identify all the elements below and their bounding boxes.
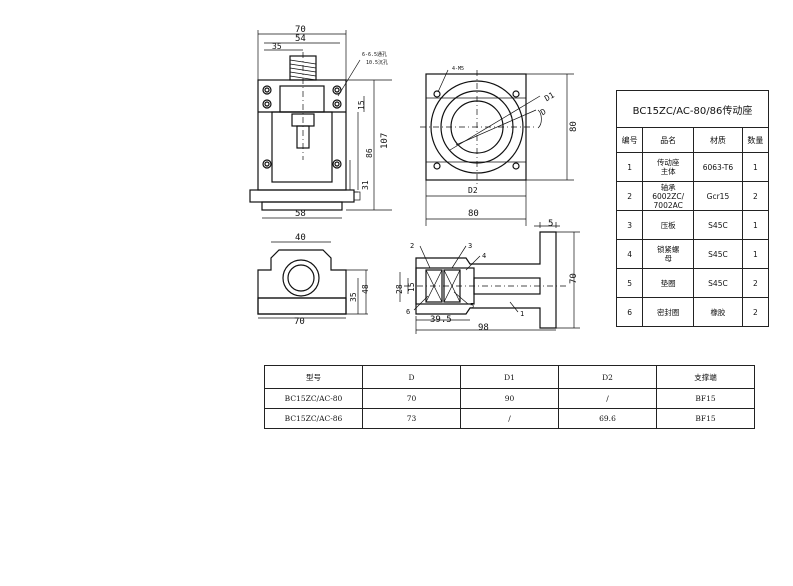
- part-qty: 1: [741, 210, 770, 240]
- side-dim-d2: D2: [468, 186, 478, 195]
- side-note-holes: 4-M5: [452, 66, 464, 72]
- part-material: S45C: [693, 210, 743, 240]
- parts-header-name: 品名: [642, 127, 695, 153]
- top-view: 40 35 48 70: [257, 233, 370, 327]
- model-cell: BC15ZC/AC-86: [264, 408, 363, 429]
- section-dim-len1: 39.5: [430, 315, 452, 325]
- model-cell: BF15: [656, 408, 755, 429]
- part-material: 橡胶: [693, 297, 743, 327]
- part-qty: 2: [741, 268, 770, 298]
- side-dim-d: D: [539, 107, 548, 117]
- section-view: 2 3 4 5 6 1 28 15 39.5 98 5 70: [395, 219, 580, 334]
- parts-row: 3 压板 S45C 1: [615, 210, 770, 240]
- parts-row: 2 轴承 6002ZC/ 7002AC Gcr15 2: [615, 181, 770, 211]
- model-cell: /: [460, 408, 559, 429]
- model-row: BC15ZC/AC-80 70 90 / BF15: [264, 388, 755, 409]
- part-qty: 2: [741, 297, 770, 327]
- parts-header-material: 材质: [693, 127, 743, 153]
- part-name: 传动座 主体: [642, 152, 695, 182]
- front-dim-mid: 86: [365, 148, 374, 158]
- front-dim-inner: 54: [295, 34, 306, 44]
- part-no: 6: [615, 297, 644, 327]
- model-cell: 90: [460, 388, 559, 409]
- part-material: S45C: [693, 268, 743, 298]
- part-name: 轴承 6002ZC/ 7002AC: [642, 181, 695, 211]
- model-cell: BC15ZC/AC-80: [264, 388, 363, 409]
- model-row: BC15ZC/AC-86 73 / 69.6 BF15: [264, 408, 755, 429]
- model-cell: 73: [362, 408, 461, 429]
- front-view: 70 54 35 6-6.5通孔 10.5沉孔: [249, 25, 392, 219]
- front-dim-height: 107: [380, 133, 390, 149]
- front-dim-bottom: 58: [295, 209, 306, 219]
- section-dim-28: 28: [395, 284, 404, 294]
- model-table: 型号 D D1 D2 支撑端 BC15ZC/AC-80 70 90 / BF15…: [264, 365, 755, 429]
- parts-table-title: BC15ZC/AC-80/86传动座: [616, 90, 769, 128]
- part-qty: 1: [741, 152, 770, 182]
- section-callout-6: 6: [406, 308, 410, 316]
- top-dim-right1: 35: [349, 292, 358, 302]
- front-dim-width: 70: [295, 25, 306, 35]
- front-note-line2: 10.5沉孔: [366, 59, 388, 66]
- section-dim-15: 15: [407, 282, 416, 292]
- section-callout-1: 1: [520, 310, 524, 318]
- part-name: 密封圈: [642, 297, 695, 327]
- model-cell: BF15: [656, 388, 755, 409]
- part-no: 3: [615, 210, 644, 240]
- side-dim-width: 80: [468, 209, 479, 219]
- parts-row: 1 传动座 主体 6063-T6 1: [615, 152, 770, 182]
- model-header-support: 支撑端: [656, 365, 755, 389]
- parts-header-no: 编号: [615, 127, 644, 153]
- model-header-model: 型号: [264, 365, 363, 389]
- section-callout-5: 5: [470, 302, 474, 310]
- part-material: Gcr15: [693, 181, 743, 211]
- side-dim-d1: D1: [543, 90, 556, 103]
- section-callout-3: 3: [468, 242, 472, 250]
- section-callout-4: 4: [482, 252, 486, 260]
- model-header-d1: D1: [460, 365, 559, 389]
- part-no: 4: [615, 239, 644, 269]
- parts-row: 5 垫圈 S45C 2: [615, 268, 770, 298]
- front-dim-top: 15: [357, 100, 366, 110]
- part-material: 6063-T6: [693, 152, 743, 182]
- parts-table: BC15ZC/AC-80/86传动座 编号 品名 材质 数量 1 传动座 主体 …: [615, 90, 770, 327]
- model-cell: 70: [362, 388, 461, 409]
- parts-row: 6 密封圈 橡胶 2: [615, 297, 770, 327]
- part-name: 锁紧螺 母: [642, 239, 695, 269]
- side-view: D1 D 4-M5 D2 80 80: [420, 66, 579, 226]
- front-note-line1: 6-6.5通孔: [362, 51, 387, 58]
- part-name: 垫圈: [642, 268, 695, 298]
- part-qty: 1: [741, 239, 770, 269]
- part-no: 1: [615, 152, 644, 182]
- side-dim-height: 80: [569, 121, 579, 132]
- front-dim-base: 31: [361, 180, 370, 190]
- model-header-d: D: [362, 365, 461, 389]
- parts-header-qty: 数量: [741, 127, 770, 153]
- part-qty: 2: [741, 181, 770, 211]
- part-name: 压板: [642, 210, 695, 240]
- part-no: 2: [615, 181, 644, 211]
- section-dim-len2: 98: [478, 323, 489, 333]
- part-no: 5: [615, 268, 644, 298]
- section-dim-5: 5: [548, 219, 553, 229]
- top-dim-top: 40: [295, 233, 306, 243]
- top-dim-right2: 48: [361, 284, 370, 294]
- part-material: S45C: [693, 239, 743, 269]
- model-cell: /: [558, 388, 657, 409]
- front-dim-offset: 35: [272, 42, 282, 51]
- top-dim-bottom: 70: [294, 317, 305, 327]
- model-cell: 69.6: [558, 408, 657, 429]
- section-dim-70: 70: [569, 273, 579, 284]
- section-callout-2: 2: [410, 242, 414, 250]
- parts-row: 4 锁紧螺 母 S45C 1: [615, 239, 770, 269]
- model-header-d2: D2: [558, 365, 657, 389]
